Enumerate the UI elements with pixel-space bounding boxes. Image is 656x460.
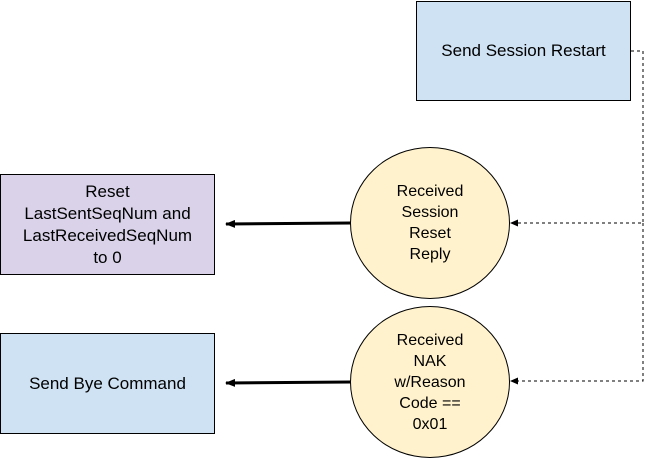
received-nak-label: Received NAK w/Reason Code == 0x01 — [394, 331, 466, 433]
received-session-reset-reply-circle: Received Session Reset Reply — [350, 147, 510, 299]
dashed-connector-to-session-reset-reply — [512, 50, 644, 224]
send-bye-command-label: Send Bye Command — [29, 373, 186, 393]
reset-seqnums-box: Reset LastSentSeqNum and LastReceivedSeq… — [0, 174, 215, 275]
received-session-reset-reply-label: Received Session Reset Reply — [396, 183, 464, 263]
send-session-restart-box: Send Session Restart — [416, 1, 631, 101]
dashed-connector-arrowhead — [510, 219, 518, 227]
reset-seqnums-label: Reset LastSentSeqNum and LastReceivedSeq… — [22, 181, 193, 267]
send-session-restart-label: Send Session Restart — [441, 41, 606, 60]
arrow-reset-reply-to-reset-seqnums — [225, 219, 352, 228]
dashed-connector-arrowhead — [510, 377, 518, 385]
arrow-nak-to-send-bye — [225, 378, 352, 387]
send-bye-command-box: Send Bye Command — [0, 333, 215, 434]
received-nak-circle: Received NAK w/Reason Code == 0x01 — [350, 306, 510, 458]
dashed-connector-to-nak — [512, 223, 644, 382]
